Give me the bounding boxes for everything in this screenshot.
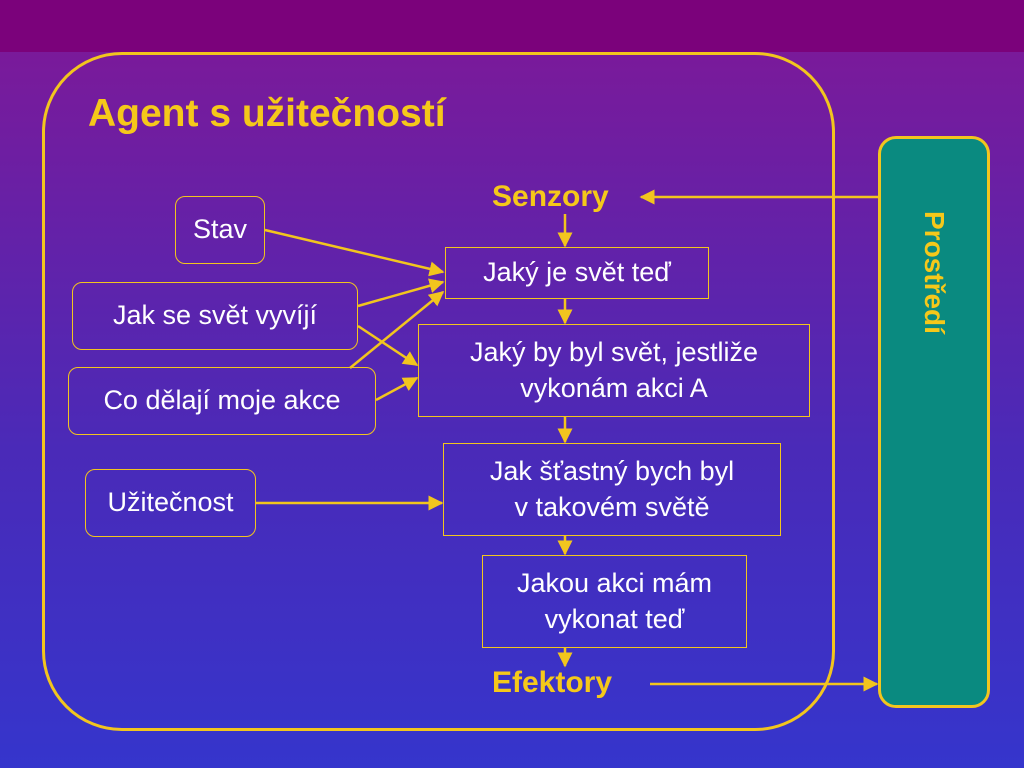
- arrow-evolves-to-world-if: [357, 324, 419, 367]
- step-world-if: Jaký by byl svět, jestliže vykonám akci …: [418, 324, 810, 417]
- input-world-evolves: Jak se svět vyvíjí: [72, 282, 358, 350]
- input-state-label: Stav: [192, 214, 248, 245]
- step-action-line1: Jakou akci mám: [516, 568, 713, 599]
- step-world-now-label: Jaký je svět teď: [483, 257, 671, 288]
- step-happiness-line1: Jak šťastný bych byl: [489, 456, 735, 487]
- effectors-label: Efektory: [492, 666, 613, 699]
- arrow-state-to-world-now: [264, 228, 445, 277]
- input-utility-label: Užitečnost: [107, 487, 234, 518]
- step-world-now: Jaký je svět teď: [445, 247, 709, 299]
- input-utility: Užitečnost: [85, 469, 256, 537]
- step-world-if-line1: Jaký by byl svět, jestliže: [469, 337, 759, 368]
- environment-label: Prostředí: [919, 211, 950, 334]
- arrow-actions-to-world-now: [349, 291, 445, 369]
- arrow-actions-to-world-if: [375, 376, 419, 402]
- input-actions-effect: Co dělají moje akce: [68, 367, 376, 435]
- arrow-evolves-to-world-now: [357, 278, 445, 308]
- input-world-evolves-label: Jak se svět vyvíjí: [112, 300, 318, 331]
- slide-title: Agent s užitečností: [88, 92, 446, 135]
- step-happiness-line2: v takovém světě: [514, 491, 710, 522]
- step-action-line2: vykonat teď: [544, 603, 685, 634]
- step-action: Jakou akci mám vykonat teď: [482, 555, 747, 648]
- sensors-label: Senzory: [492, 180, 609, 213]
- step-happiness: Jak šťastný bych byl v takovém světě: [443, 443, 781, 536]
- step-world-if-line2: vykonám akci A: [520, 372, 708, 403]
- input-actions-effect-label: Co dělají moje akce: [103, 385, 341, 416]
- agent-frame: [42, 52, 835, 731]
- input-state: Stav: [175, 196, 265, 264]
- slide-top-band: [0, 0, 1024, 52]
- environment-box: Prostředí: [878, 136, 990, 708]
